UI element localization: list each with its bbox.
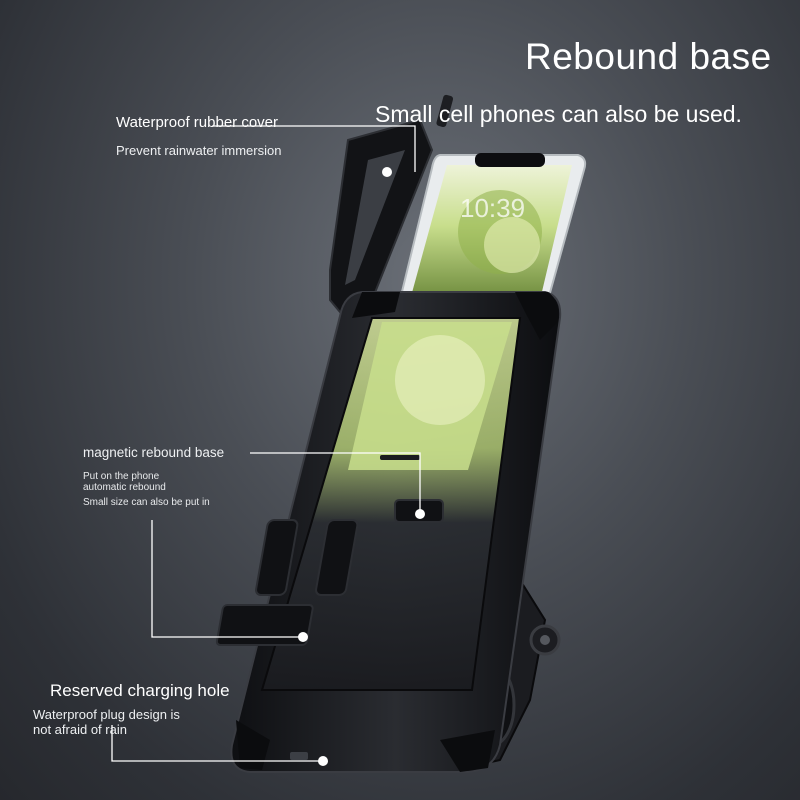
cover-callout-detail: Prevent rainwater immersion — [116, 143, 282, 158]
charging-callout-line1: Waterproof plug design is — [33, 707, 180, 722]
page-title: Rebound base — [525, 36, 772, 77]
charging-callout-heading: Reserved charging hole — [50, 681, 230, 700]
charging-dot — [318, 756, 328, 766]
base-lower-dot — [298, 632, 308, 642]
callout-lines — [111, 125, 421, 762]
cover-callout-heading: Waterproof rubber cover — [116, 114, 279, 131]
base-dot — [415, 509, 425, 519]
phone-time: 10:39 — [460, 193, 525, 223]
charging-leader-line — [111, 725, 323, 762]
rebound-base-mechanism — [215, 499, 444, 646]
cover-leader-line — [212, 125, 416, 172]
phone-case — [215, 291, 562, 773]
base-callout-line1: Put on the phone — [83, 471, 160, 482]
base-lower-leader-line — [151, 520, 303, 638]
base-callout-heading: magnetic rebound base — [83, 445, 225, 460]
callout-dots — [298, 167, 425, 766]
base-leader-line — [250, 452, 421, 514]
page-subtitle: Small cell phones can also be used. — [375, 101, 742, 127]
phone-upper: 10:39 — [398, 153, 587, 301]
charging-callout-line2: not afraid of rain — [33, 722, 127, 737]
cover-dot — [382, 167, 392, 177]
base-callout-line2: automatic rebound — [83, 482, 166, 493]
charging-plug — [290, 752, 308, 760]
base-callout-line3: Small size can also be put in — [83, 497, 210, 508]
